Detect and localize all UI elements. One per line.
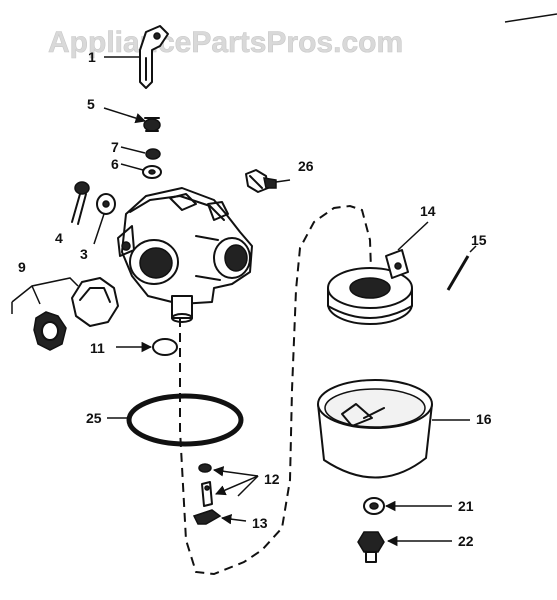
label-part-22: 22 bbox=[458, 533, 474, 549]
leader-12b bbox=[215, 475, 259, 496]
leader-13 bbox=[220, 513, 247, 525]
part-6-washer bbox=[142, 165, 162, 179]
part-9-assembly bbox=[33, 277, 119, 351]
leader-12c bbox=[237, 475, 259, 497]
part-1-lever bbox=[139, 25, 169, 89]
bracket-9 bbox=[11, 277, 79, 314]
label-part-12: 12 bbox=[264, 471, 280, 487]
label-part-26: 26 bbox=[298, 158, 314, 174]
part-13-clip bbox=[192, 509, 222, 525]
label-part-15: 15 bbox=[471, 232, 487, 248]
part-16-float-bowl bbox=[317, 379, 433, 479]
label-part-16: 16 bbox=[476, 411, 492, 427]
part-15-pin bbox=[446, 255, 470, 291]
part-7-seal bbox=[145, 148, 161, 160]
corner-rule bbox=[504, 13, 557, 23]
part-25-o-ring bbox=[126, 393, 244, 447]
part-11-plug bbox=[152, 338, 178, 356]
part-4-bolt bbox=[71, 181, 90, 225]
label-part-9: 9 bbox=[18, 259, 26, 275]
label-part-7: 7 bbox=[111, 139, 119, 155]
leader-3 bbox=[93, 213, 105, 245]
label-part-11: 11 bbox=[90, 340, 105, 356]
leader-12a bbox=[212, 466, 259, 477]
label-part-3: 3 bbox=[80, 246, 88, 262]
watermark-text: AppliancePartsPros.com bbox=[48, 26, 403, 59]
part-22-bowl-nut bbox=[357, 531, 385, 563]
part-14-float bbox=[327, 249, 413, 325]
label-part-13: 13 bbox=[252, 515, 268, 531]
carburetor-body bbox=[117, 187, 253, 323]
label-part-4: 4 bbox=[55, 230, 63, 246]
part-26-fitting bbox=[245, 169, 277, 193]
leader-15 bbox=[469, 245, 477, 253]
part-21-washer bbox=[363, 497, 385, 515]
leader-14 bbox=[397, 221, 429, 251]
leader-6 bbox=[120, 163, 144, 171]
label-part-21: 21 bbox=[458, 498, 474, 514]
label-part-5: 5 bbox=[87, 96, 95, 112]
label-part-1: 1 bbox=[88, 49, 96, 65]
label-part-6: 6 bbox=[111, 156, 119, 172]
label-part-14: 14 bbox=[420, 203, 436, 219]
part-5-screw bbox=[143, 117, 161, 132]
label-part-25: 25 bbox=[86, 410, 102, 426]
leader-26 bbox=[275, 179, 291, 183]
assembly-path bbox=[179, 204, 373, 576]
leader-5 bbox=[103, 107, 147, 124]
leader-7 bbox=[120, 146, 146, 154]
part-3-gasket bbox=[96, 193, 116, 215]
part-12-needle-set bbox=[198, 463, 213, 507]
